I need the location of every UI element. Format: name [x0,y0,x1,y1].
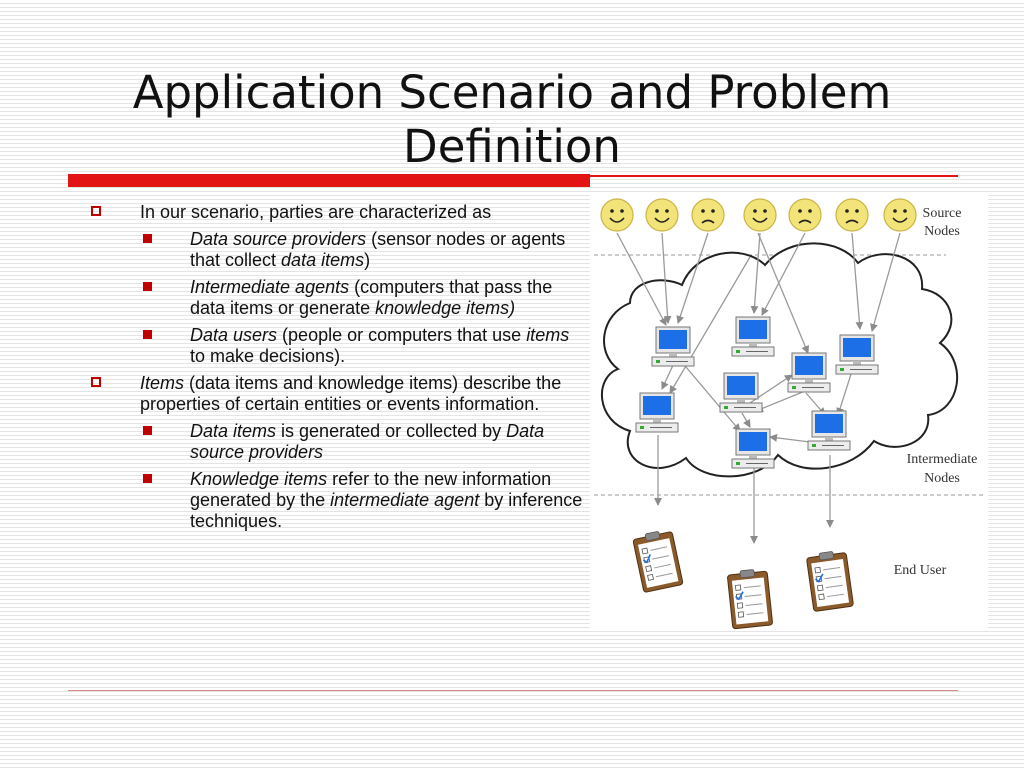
bullet-text: (people or computers that use [277,325,527,345]
label-nodes: Nodes [924,224,960,239]
network-diagram-canvas: Source Nodes Intermediate Nodes End User [594,198,984,630]
arrow [669,256,751,394]
hollow-square-bullet-icon [91,206,101,216]
title-line-2: Definition [403,120,621,173]
bullet-text: to make decisions). [190,346,346,366]
computer-icon [635,392,679,433]
label-end-user: End User [894,563,947,578]
bullet-knowledge-items: Knowledge items refer to the new informa… [88,469,588,532]
computer-icon [731,428,775,469]
arrow-group [616,232,901,544]
label-intermediate-nodes: Nodes [924,471,960,486]
solid-square-bullet-icon [143,330,152,339]
computer-icon [807,410,851,451]
intermediate-nodes [635,316,879,469]
arrow [685,366,741,432]
computer-icon [651,326,695,367]
slide-title: Application Scenario and Problem Definit… [60,66,964,174]
happy-face-icon [600,198,634,232]
computer-icon [835,334,879,375]
bullet-items: Items (data items and knowledge items) d… [88,373,588,415]
term: Knowledge items [190,469,328,489]
term: items [526,325,570,345]
arrow [661,362,675,390]
bullet-intermediate-agents: Intermediate agents (computers that pass… [88,277,588,319]
end-users [632,531,854,630]
term: Data items [190,421,277,441]
bullet-text: (data items and knowledge items) describ… [140,373,562,414]
bullet-data-users: Data users (people or computers that use… [88,325,588,367]
label-intermediate: Intermediate [907,452,978,467]
footer-rule [68,690,958,691]
arrow [676,232,709,324]
term: Data users [190,325,278,345]
term: knowledge items) [375,298,516,318]
source-nodes [600,198,917,232]
term: Items [140,373,185,393]
bullet-text: In our scenario, parties are characteriz… [140,202,492,222]
term: Intermediate agents [190,277,350,297]
computer-icon [731,316,775,357]
bullet-text: (sensor nodes or agents that collect [190,229,566,270]
title-underline-rule [590,175,958,177]
arrow [761,232,806,316]
term: Data source providers [190,229,367,249]
term: data items [281,250,365,270]
network-diagram: Source Nodes Intermediate Nodes End User [590,193,988,630]
term: Data source providers [190,421,545,462]
title-line-1: Application Scenario and Problem [132,66,892,119]
clipboard-icon [727,569,773,630]
sad-face-icon [835,198,869,232]
clipboard-icon [806,551,854,612]
arrow [750,232,761,314]
label-source: Source [923,206,962,221]
cloud-shape [600,242,958,478]
bullet-text: refer to the new information generated b… [190,469,552,510]
happy-face-icon [743,198,777,232]
bullet-text: (computers that pass the data items or g… [190,277,553,318]
solid-square-bullet-icon [143,474,152,483]
bullet-text: by inference techniques. [190,490,583,531]
bullet-data-source-providers: Data source providers (sensor nodes or a… [88,229,588,271]
sad-face-icon [691,198,725,232]
arrow [836,370,853,416]
happy-face-icon [645,198,679,232]
sad-face-icon [788,198,822,232]
arrow [755,388,811,413]
computer-icon [787,352,831,393]
bullet-list: In our scenario, parties are characteriz… [88,202,588,538]
term: intermediate agent [330,490,480,510]
solid-square-bullet-icon [143,426,152,435]
computer-icon [719,372,763,413]
arrow [757,232,809,354]
bullet-data-items: Data items is generated or collected by … [88,421,588,463]
solid-square-bullet-icon [143,234,152,243]
happy-face-icon [883,198,917,232]
bullet-text: ) [364,250,371,270]
arrow [616,232,667,326]
clipboard-icon [632,531,684,593]
arrow [851,232,864,330]
arrow [741,412,751,428]
hollow-square-bullet-icon [91,377,101,387]
title-underline-bar [68,174,590,187]
arrow [661,232,672,324]
title-underline [68,174,958,187]
bullet-text: is generated or collected by [276,421,507,441]
bullet-parties: In our scenario, parties are characteriz… [88,202,588,223]
arrow [870,232,901,332]
solid-square-bullet-icon [143,282,152,291]
